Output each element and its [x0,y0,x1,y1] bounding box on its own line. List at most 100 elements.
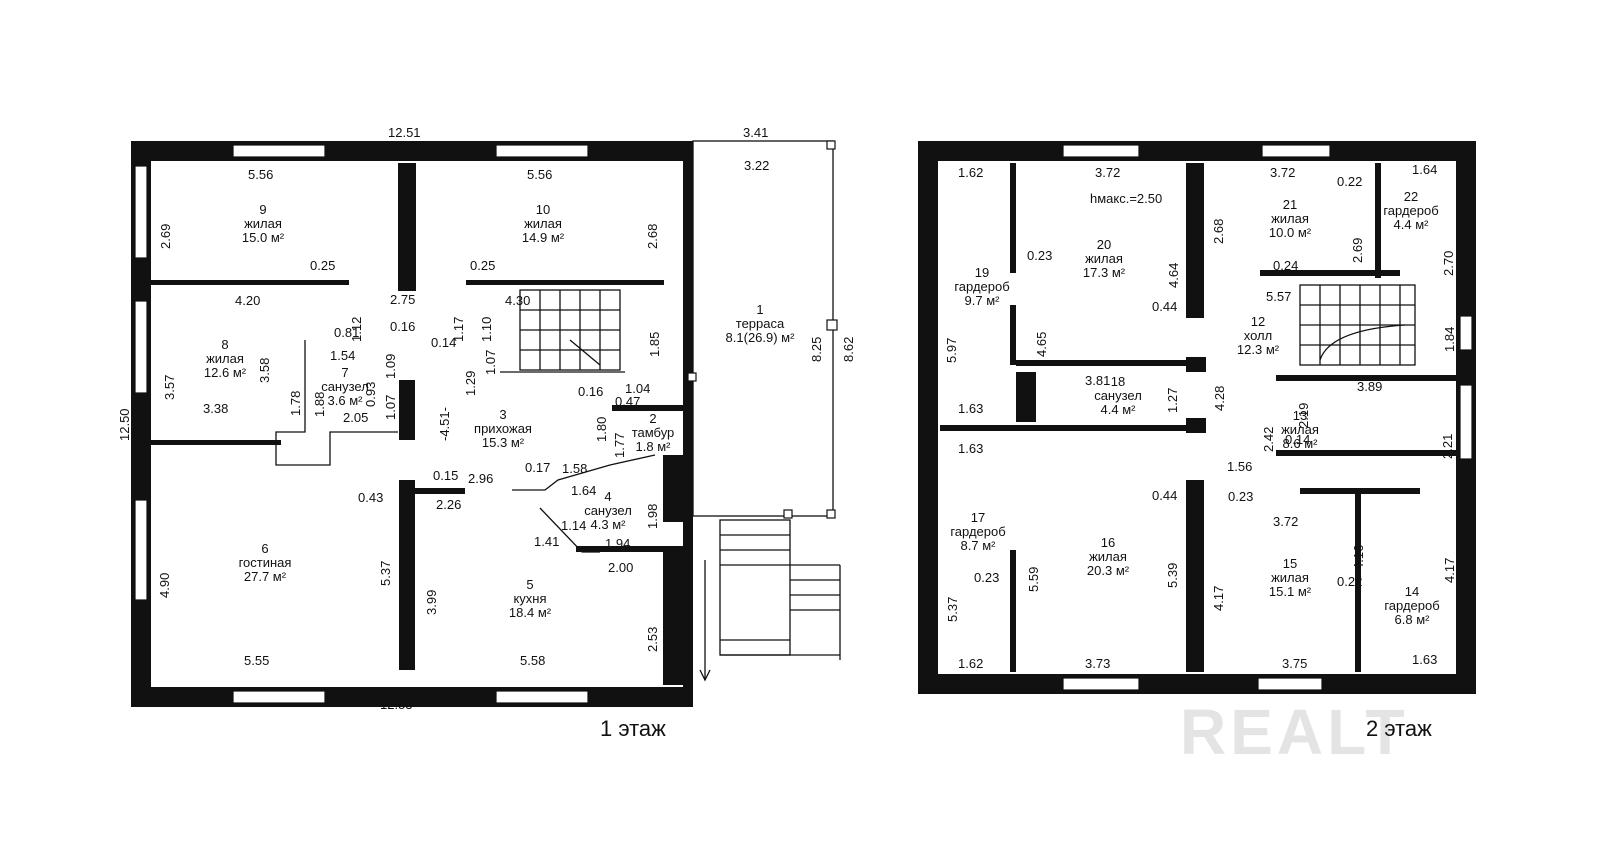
floor1-dimension: 12.53 [380,697,413,712]
floor1-dimension: 5.56 [527,167,553,182]
floor2-dimension: 4.17 [1442,557,1457,583]
floor1-dimension: 1.80 [594,416,609,442]
floor1-dimension: 0.43 [358,490,384,505]
watermark-text: REALT [1180,696,1409,768]
room-area: 17.3 м² [1082,265,1126,280]
floor1-dimension: 3.41 [743,125,769,140]
floor1-dimension: 2.69 [158,223,173,249]
floor2-dimension: 5.97 [944,337,959,363]
room-name: жилая [1271,211,1309,226]
floor1-dimension: 0.25 [310,258,336,273]
room-area: 15.3 м² [481,435,525,450]
floor1-dimension: 1.58 [562,461,588,476]
room-num: 10 [535,202,551,217]
floor2-dimension: 4.28 [1212,385,1227,411]
room-name: прихожая [474,421,532,436]
room-area: 10.0 м² [1268,225,1312,240]
floor2-dimension: 3.81 [1085,373,1111,388]
floor1-dimension: 1.88 [312,391,327,417]
floor1-dimension: 12.50 [117,408,132,441]
floor2-dimension: 0.14 [1285,432,1311,447]
floor1-dimension: 3.58 [257,357,272,383]
floor1-dimension: 1.98 [645,503,660,529]
floor2-dimension: 4.64 [1166,262,1181,288]
room-area: 9.7 м² [964,293,1000,308]
floor2-dimension: 5.59 [1026,566,1041,592]
room-num: 2 [649,411,657,426]
room-area: 15.1 м² [1268,584,1312,599]
floor2-dimension: 2.21 [1440,433,1455,459]
room-num: 3 [499,407,507,422]
floor2-height-note: hмакс.=2.50 [1090,191,1162,206]
floor1-dimension: 5.58 [520,653,546,668]
room-area: 12.3 м² [1236,342,1280,357]
floor2-dimension: 0.23 [1027,248,1053,263]
floor2-dimension: 3.72 [1095,165,1121,180]
floor2-dimension: 1.56 [1227,459,1253,474]
floor1-dimension: 0.16 [578,384,604,399]
floor2-stairs [1299,284,1416,366]
floor1-dimension: 1.10 [479,316,494,342]
room-num: 13 [1292,408,1308,423]
floor2-dimension: 1.62 [958,165,984,180]
floor2-dimension: 1.63 [1412,652,1438,667]
floor1-dimension: 2.53 [645,626,660,652]
floor2-dimension: 5.39 [1165,562,1180,588]
floor2-dimension: 2.68 [1211,218,1226,244]
floor1-dimension: 2.26 [436,497,462,512]
floor1-dimension: 12.51 [388,125,421,140]
room-area: 8.7 м² [960,538,996,553]
floor1-dimension: 5.37 [378,560,393,586]
floor2-dimension: 3.89 [1357,379,1383,394]
floor1-dimension: 8.25 [809,336,824,362]
floor2-dimension: 1.62 [958,656,984,671]
floor2-dimension: 0.22 [1337,574,1363,589]
floor2-dimension: 1.84 [1442,326,1457,352]
room-num: 18 [1110,374,1126,389]
floor1-dimension: 2.68 [645,223,660,249]
room-name: гостиная [238,555,292,570]
floor1-dimension: 0.17 [525,460,551,475]
floor1-dimension: 8.62 [841,336,856,362]
floor2-dimension: 2.70 [1441,250,1456,276]
floor2-dimension: 3.72 [1273,514,1299,529]
floor1-dimension: 2.00 [608,560,634,575]
floor1-dimension: 3.99 [424,589,439,615]
floor2-dimension: 0.24 [1273,258,1299,273]
room-name: жилая [524,216,562,231]
floor1-dimension: 3.22 [744,158,770,173]
floor1-dimension: 1.04 [625,381,651,396]
room-name: гардероб [950,524,1006,539]
room-num: 1 [756,302,764,317]
floor1-dimension: 4.20 [235,293,261,308]
room-area: 4.3 м² [590,517,626,532]
room-num: 19 [974,265,990,280]
floor2-dimension: 4.65 [1034,331,1049,357]
room-name: жилая [244,216,282,231]
floor1-entrance-steps [699,519,841,682]
room-num: 16 [1100,535,1116,550]
height-note-text: hмакс.=2.50 [1090,191,1163,206]
floor1-plan [131,140,841,707]
floor1-dimension: 1.09 [383,353,398,379]
floor1-dimension: 1.94 [605,536,631,551]
floor2-dimension: 3.73 [1085,656,1111,671]
floor2-dimension: 5.57 [1266,289,1292,304]
room-name: холл [1243,328,1273,343]
room-area: 4.4 м² [1393,217,1429,232]
floor1-dimension: 1.78 [288,390,303,416]
room-name: санузел [321,379,369,394]
floor1-caption-text: 1 этаж [600,716,666,741]
floor2-dimension: 0.44 [1152,299,1178,314]
